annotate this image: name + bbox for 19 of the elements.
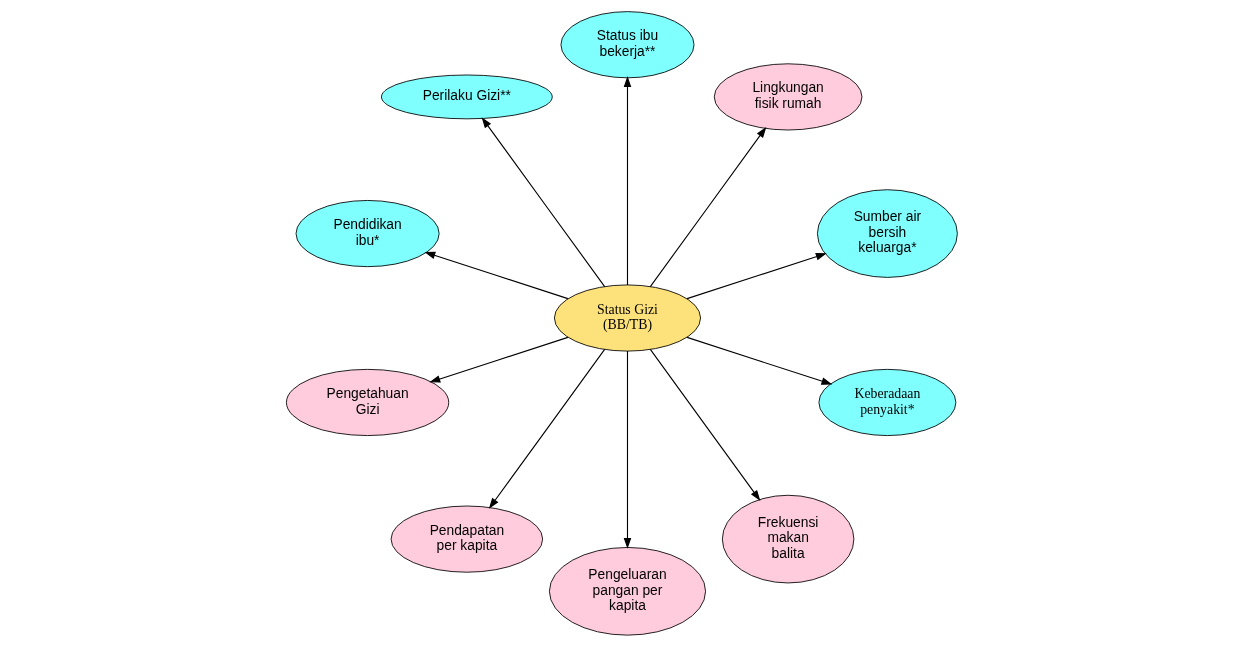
arrow <box>686 253 827 300</box>
node-ellipse: Frekuensi makan balita <box>721 494 855 584</box>
node-ellipse: Pendapatan per kapita <box>390 505 544 573</box>
arrow <box>686 336 833 385</box>
arrow <box>481 117 606 288</box>
node-ellipse: Pengeluaran pangan per kapita <box>548 547 706 636</box>
arrow <box>429 336 569 383</box>
node-ellipse: Status ibu bekerja** <box>560 11 695 79</box>
arrow <box>488 348 606 509</box>
node-ellipse: Perilaku Gizi** <box>381 74 553 120</box>
node-ellipse: Lingkungan fisik rumah <box>713 63 863 131</box>
arrow <box>623 76 632 286</box>
arrow <box>623 350 632 549</box>
node-ellipse: Status Gizi (BB/TB) <box>554 284 701 352</box>
node-ellipse: Pendidikan ibu* <box>295 200 440 268</box>
arrow <box>424 251 569 300</box>
node-ellipse: Pengetahuan Gizi <box>286 368 450 436</box>
arrow <box>649 348 761 501</box>
arrow <box>649 126 767 288</box>
